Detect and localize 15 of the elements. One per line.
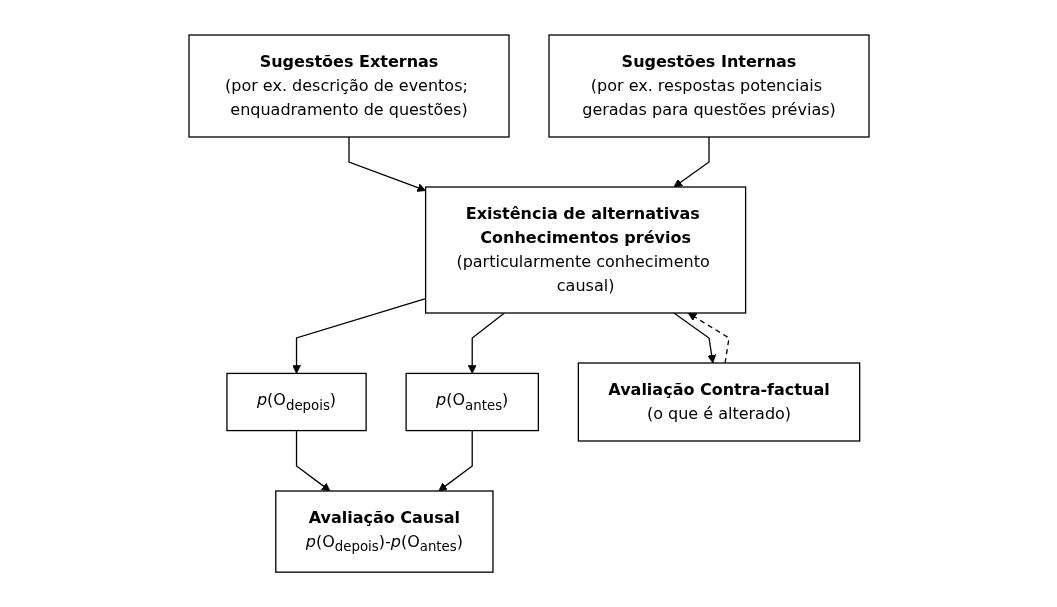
node-box: Sugestões Externas (por ex. descrição de eventos; enquadramento de questões) [187,34,510,138]
node-box: p(O$_{depois}$) [225,372,367,432]
arrow [672,312,716,364]
node-box: p(O$_{antes}$) [404,372,539,432]
node-box: Avaliação Causal p(O$_{depois}$)-p(O$_{antes}$) [274,490,494,573]
arrow [295,429,330,492]
node-box: Sugestões Internas (por ex. respostas potenciais geradas para questões prévias) [547,34,870,138]
arrow [467,312,505,374]
arrow [347,136,426,192]
node-box: Avaliação Contra-factual (o que é alterado) [577,362,860,442]
arrow [673,136,710,188]
arrow [437,429,473,492]
node-box: Existência de alternativas Conhecimentos prévios (particularmente conhecimento causal) [424,186,746,314]
arrow [291,297,426,374]
arrow [687,312,730,364]
